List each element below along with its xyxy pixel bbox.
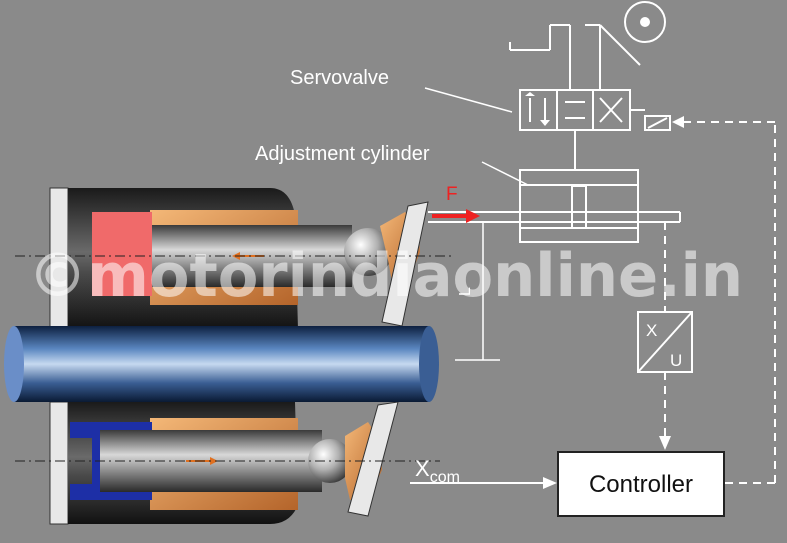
valve-arrow-up bbox=[525, 92, 535, 96]
transducer-u-label: U bbox=[670, 351, 682, 370]
adjustment-cylinder-label: Adjustment cylinder bbox=[255, 143, 430, 165]
cylinder-leader-line bbox=[481, 161, 529, 186]
controller-label: Controller bbox=[589, 471, 693, 498]
lower-piston-assembly bbox=[70, 418, 382, 510]
valve-arrow-down bbox=[540, 120, 550, 126]
xcom-label: Xcom bbox=[415, 456, 460, 486]
xcom-input-arrow bbox=[543, 477, 557, 489]
controller-box bbox=[557, 451, 725, 517]
servovalve-symbol bbox=[509, 1, 671, 170]
servovalve-input-arrow bbox=[672, 116, 684, 128]
force-arrow bbox=[432, 209, 480, 223]
swash-plate bbox=[347, 201, 429, 517]
watermark: ©motorindiaonline.in bbox=[28, 241, 743, 311]
drive-shaft bbox=[4, 326, 439, 402]
feedback-signal-lines bbox=[664, 121, 776, 484]
stroke-dimension bbox=[455, 221, 500, 361]
xcom-main: X bbox=[415, 456, 430, 481]
servovalve-label: Servovalve bbox=[290, 67, 389, 89]
controller-feedback-arrow bbox=[659, 436, 671, 450]
xcom-subscript: com bbox=[430, 469, 460, 486]
transducer-x-label: X bbox=[646, 321, 657, 340]
stroke-label: L bbox=[457, 287, 474, 296]
upper-ball-joint bbox=[344, 228, 392, 276]
adjustment-cylinder bbox=[428, 169, 681, 243]
servovalve-leader-line bbox=[424, 87, 513, 113]
force-label: F bbox=[446, 184, 458, 205]
upper-piston-chamber-red bbox=[92, 212, 152, 296]
position-transducer bbox=[637, 311, 693, 373]
